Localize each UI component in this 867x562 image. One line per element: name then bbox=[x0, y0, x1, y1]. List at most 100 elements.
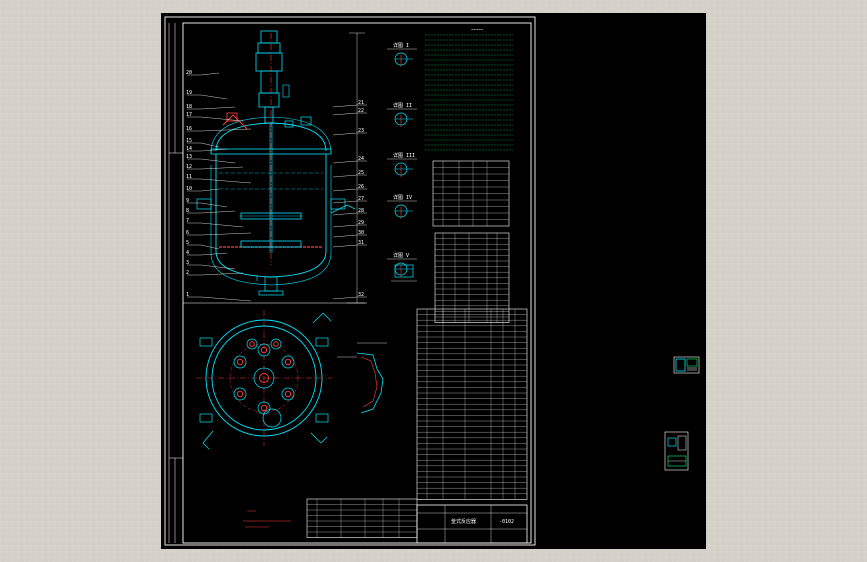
leader-line bbox=[332, 174, 358, 178]
section-detail bbox=[356, 352, 384, 414]
nozzle-top bbox=[284, 120, 294, 128]
outlet-flange bbox=[258, 290, 284, 296]
item-number: 26 bbox=[358, 184, 364, 190]
leader-line bbox=[332, 132, 358, 136]
jacket-top bbox=[210, 116, 332, 154]
plan-angled-nozzle bbox=[312, 312, 332, 324]
plan-lug bbox=[199, 413, 213, 423]
leader-line bbox=[332, 160, 358, 164]
thumbnail-1-graphic bbox=[673, 356, 700, 374]
leader-line bbox=[332, 296, 358, 300]
plan-nozzle bbox=[233, 355, 247, 369]
item-number: 9 bbox=[186, 198, 189, 204]
item-number: 23 bbox=[358, 128, 364, 134]
thumbnail-1[interactable] bbox=[672, 355, 701, 375]
plan-nozzle bbox=[281, 355, 295, 369]
item-number: 3 bbox=[186, 260, 189, 266]
item-number: 2 bbox=[186, 270, 189, 276]
leader-line bbox=[200, 232, 252, 236]
plan-nozzle bbox=[257, 343, 271, 357]
sight-glass bbox=[226, 112, 238, 122]
item-number: 28 bbox=[358, 208, 364, 214]
item-number: 21 bbox=[358, 100, 364, 106]
plan-angled-nozzle bbox=[202, 430, 214, 450]
item-number: 8 bbox=[186, 208, 189, 214]
caption: ~~~ bbox=[247, 509, 256, 515]
motor-top bbox=[260, 30, 278, 44]
leader-line bbox=[332, 244, 358, 248]
leader-line bbox=[200, 264, 236, 270]
leader-line bbox=[332, 188, 358, 192]
item-number: 13 bbox=[186, 154, 192, 160]
reducer bbox=[260, 70, 278, 94]
body-flange bbox=[210, 148, 332, 155]
detail-title: 详图 II bbox=[393, 102, 412, 109]
leader-line bbox=[332, 112, 358, 116]
leader-line bbox=[200, 178, 252, 184]
leader-line bbox=[332, 212, 358, 216]
mechanical-seal bbox=[258, 92, 280, 108]
plan-nozzle-core bbox=[284, 358, 292, 366]
item-number: 31 bbox=[358, 240, 364, 246]
support-lug-right bbox=[330, 198, 346, 210]
nozzle-red bbox=[222, 114, 248, 130]
impeller-lower bbox=[240, 240, 302, 248]
title-block bbox=[416, 504, 528, 544]
title-block-name: 釜式反应器 bbox=[451, 518, 476, 525]
support-lug-left bbox=[196, 198, 212, 210]
plan-nozzle bbox=[233, 387, 247, 401]
caption: ~~~~~~~~ bbox=[245, 525, 269, 531]
manhole bbox=[262, 408, 282, 428]
plan-nozzle-core bbox=[273, 341, 279, 347]
plan-nozzle-core bbox=[236, 390, 244, 398]
nozzle-top-right bbox=[300, 116, 312, 126]
plan-nozzle-core bbox=[260, 346, 268, 354]
item-number: 30 bbox=[358, 230, 364, 236]
item-number: 24 bbox=[358, 156, 364, 162]
leader-line bbox=[200, 272, 244, 276]
item-number: 27 bbox=[358, 196, 364, 202]
leader-line bbox=[200, 202, 228, 208]
plan-nozzle-core bbox=[236, 358, 244, 366]
thumbnail-2-graphic bbox=[664, 431, 689, 471]
leader-line bbox=[200, 148, 228, 152]
plan-nozzle bbox=[281, 387, 295, 401]
item-number: 32 bbox=[358, 292, 364, 298]
leader-line bbox=[200, 210, 236, 214]
seal-housing bbox=[264, 106, 274, 124]
item-number: 10 bbox=[186, 186, 192, 192]
item-number: 22 bbox=[358, 108, 364, 114]
item-number: 29 bbox=[358, 220, 364, 226]
revision-table bbox=[306, 498, 418, 538]
item-number: 16 bbox=[186, 126, 192, 132]
detail-title: 详图 IV bbox=[393, 194, 412, 201]
cad-drawing: 2019181716151413121110987654321212223242… bbox=[164, 16, 536, 546]
side-motor bbox=[282, 84, 290, 98]
bottom-outlet bbox=[264, 276, 278, 292]
item-number: 7 bbox=[186, 218, 189, 224]
item-number: 6 bbox=[186, 230, 189, 236]
item-number: 25 bbox=[358, 170, 364, 176]
item-number: 19 bbox=[186, 90, 192, 96]
leader-line bbox=[200, 296, 252, 302]
plan-lug bbox=[315, 413, 329, 423]
gearbox bbox=[255, 52, 283, 72]
title-block-code: -0102 bbox=[499, 519, 514, 525]
leader-line bbox=[200, 252, 228, 256]
detail-title: 详图 III bbox=[393, 152, 415, 159]
leader-line bbox=[200, 72, 220, 76]
thumbnail-2[interactable] bbox=[663, 430, 690, 472]
leader-line bbox=[200, 128, 252, 132]
leader-line bbox=[332, 234, 358, 238]
leader-line bbox=[200, 166, 244, 170]
item-number: 20 bbox=[186, 70, 192, 76]
section-detail-inner bbox=[360, 356, 378, 408]
plan-nozzle bbox=[246, 338, 258, 350]
leader-line bbox=[200, 106, 236, 110]
jacket-bottom bbox=[210, 252, 332, 286]
sheet-inner-border bbox=[182, 22, 532, 544]
detail-title: 详图 V bbox=[393, 252, 409, 259]
plan-lug bbox=[315, 337, 329, 347]
side-pipe bbox=[330, 204, 356, 214]
